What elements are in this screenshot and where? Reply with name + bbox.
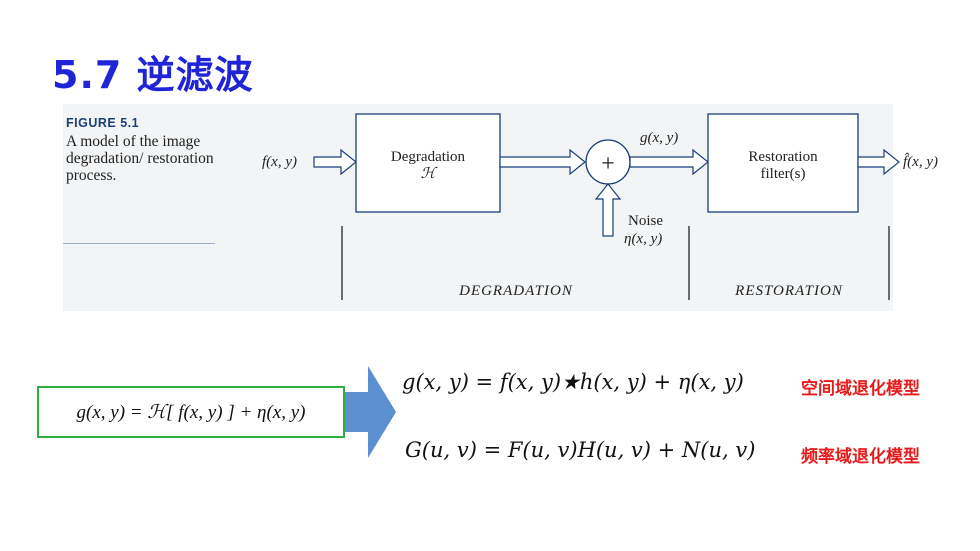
input-arrow — [313, 148, 357, 176]
degradation-section-label: DEGRADATION — [458, 283, 573, 299]
degradation-to-adder-arrow — [499, 148, 586, 176]
noise-arrow — [594, 183, 622, 237]
noise-symbol: η(x, y) — [624, 231, 662, 247]
spatial-equation: g(x, y) = f(x, y)★h(x, y) + η(x, y) — [402, 370, 744, 394]
figure-number: FIGURE 5.1 — [66, 116, 140, 130]
input-label: f(x, y) — [262, 154, 297, 170]
restoration-block — [707, 113, 859, 213]
restoration-block-sublabel: filter(s) — [761, 166, 806, 182]
slide-title: 5.7 逆滤波 — [52, 53, 254, 97]
model-equation: g(x, y) = ℋ[ f(x, y) ] + η(x, y) — [76, 401, 306, 423]
model-equation-box: g(x, y) = ℋ[ f(x, y) ] + η(x, y) — [37, 386, 345, 438]
figure-caption-block: FIGURE 5.1 A model of the image degradat… — [66, 115, 216, 184]
output-arrow — [857, 148, 900, 176]
caption-divider — [63, 243, 215, 244]
adder-plus-symbol: + — [601, 151, 615, 177]
output-label: f̂(x, y) — [903, 153, 938, 170]
degradation-block — [355, 113, 501, 213]
frequency-equation: G(u, v) = F(u, v)H(u, v) + N(u, v) — [405, 438, 756, 462]
noise-label: Noise — [628, 213, 663, 229]
adder-to-restoration-arrow — [629, 148, 709, 176]
restoration-section-label: RESTORATION — [734, 283, 843, 299]
restoration-block-label: Restoration — [748, 149, 818, 165]
frequency-domain-label: 频率域退化模型 — [801, 447, 920, 467]
figure-caption: A model of the image degradation/ restor… — [66, 133, 214, 184]
degradation-operator: ℋ — [421, 166, 438, 182]
blue-arrow — [345, 366, 396, 458]
g-label: g(x, y) — [640, 130, 678, 146]
degradation-block-label: Degradation — [391, 149, 466, 165]
spatial-domain-label: 空间域退化模型 — [801, 379, 920, 399]
